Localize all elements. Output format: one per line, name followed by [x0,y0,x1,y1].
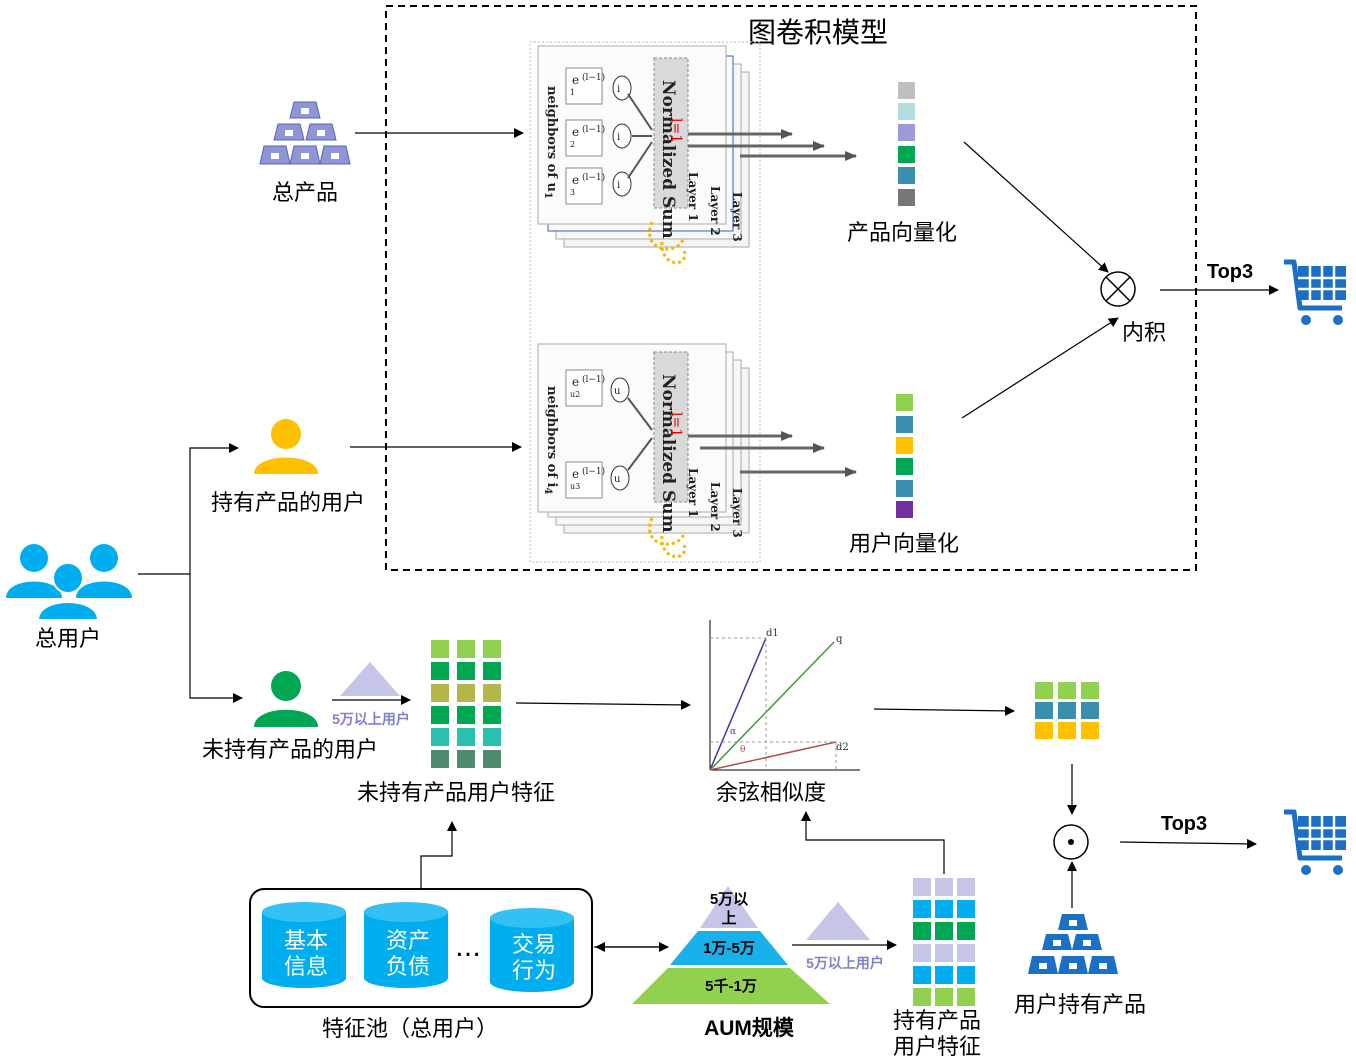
svg-text:q: q [836,634,843,645]
cart-icon [1284,259,1346,325]
svg-text:d2: d2 [836,742,849,753]
svg-text:i: i [617,132,620,143]
svg-text:(l−1): (l−1) [582,172,605,183]
holding-features-label-2: 用户特征 [893,1035,981,1060]
svg-text:Layer 1: Layer 1 [686,172,700,222]
filter-triangle-a [340,662,400,696]
feature-item-3: 交易 [512,933,556,958]
cosine-similarity-label: 余弦相似度 [716,781,826,806]
holding-users-label: 持有产品的用户 [211,491,365,516]
svg-text:u: u [614,386,621,397]
svg-text:Layer 3: Layer 3 [730,488,744,538]
svg-text:Layer 1: Layer 1 [686,468,700,518]
gcn-panel-bottom: Normalized Sum l=1 neighbors of i4 eu2(l… [537,343,857,559]
user-vector [896,394,913,518]
svg-text:上: 上 [721,910,736,927]
user-holding-products-label: 用户持有产品 [1014,993,1146,1018]
svg-text:d1: d1 [766,628,779,639]
svg-text:u3: u3 [570,482,580,491]
svg-text:(l−1): (l−1) [582,124,605,135]
inner-product-icon [1100,271,1136,307]
svg-text:行为: 行为 [512,959,556,984]
neighbors-label-top: neighbors of u1 [542,86,559,199]
users-group-icon [6,544,132,621]
aum-pyramid [632,886,830,1004]
cart-icon [1284,809,1346,875]
svg-text:负债: 负债 [386,955,430,980]
svg-text:α: α [730,727,736,737]
svg-text:i: i [617,84,620,95]
nonholding-features-label: 未持有产品用户特征 [357,781,555,806]
product-vector [898,82,915,206]
nonholding-users-label: 未持有产品的用户 [202,738,378,763]
normalized-sum-top: Normalized Sum [658,80,678,239]
nonholding-features-grid [431,640,501,768]
feature-item-1: 基本 [284,929,328,954]
svg-text:3: 3 [570,188,575,197]
svg-text:Layer 2: Layer 2 [708,186,722,236]
svg-text:1: 1 [570,88,575,97]
gcn-model-box [385,5,1197,571]
filter-label-a: 5万以上用户 [332,711,410,727]
svg-text:i: i [617,180,620,191]
inner-product-label: 内积 [1122,321,1166,346]
database-icon [364,902,448,988]
product-vector-label: 产品向量化 [847,221,957,246]
svg-text:e: e [572,375,579,389]
svg-text:(l−1): (l−1) [582,72,605,83]
svg-text:信息: 信息 [284,955,328,980]
aum-tier-2: 1万-5万 [703,940,755,957]
neighbors-label-bottom: neighbors of i4 [542,386,559,494]
gcn-panel-top: Normalized Sum l=1 neighbors of u1 e1(l−… [529,41,857,563]
result-grid [1035,682,1099,739]
filter-label-b: 5万以上用户 [806,955,884,971]
feature-pool-label: 特征池（总用户） [322,1017,498,1042]
svg-text:l=1: l=1 [668,412,684,437]
aum-scale-label: AUM规模 [704,1016,795,1040]
cosine-plot: d1 q d2 α θ [709,620,860,771]
svg-text:e: e [572,125,579,139]
svg-text:Layer 3: Layer 3 [730,192,744,242]
svg-text:e: e [572,73,579,87]
feature-item-2: 资产 [386,929,430,954]
product-stack-icon [259,101,351,165]
filter-triangle-b [806,902,870,940]
holding-features-grid [913,878,975,1006]
svg-text:θ: θ [740,745,745,755]
svg-text:l=1: l=1 [668,118,684,143]
svg-text:(l−1): (l−1) [582,374,605,385]
svg-text:2: 2 [570,140,575,149]
gcn-title: 图卷积模型 [748,16,888,49]
user-icon-yellow [254,419,318,474]
database-icon [262,902,346,988]
svg-text:e: e [572,467,579,481]
aum-tier-3: 5千-1万 [705,978,757,995]
svg-text:e: e [572,173,579,187]
svg-text:Layer 2: Layer 2 [708,482,722,532]
top3-label-a: Top3 [1207,261,1253,283]
svg-text:u2: u2 [570,390,580,399]
top3-label-b: Top3 [1161,813,1207,835]
hadamard-product-icon [1053,824,1089,860]
svg-text:(l−1): (l−1) [582,466,605,477]
holding-features-label-1: 持有产品 [893,1009,981,1034]
database-icon [490,908,574,992]
user-vector-label: 用户向量化 [849,532,959,557]
user-icon-green [254,671,318,727]
normalized-sum-bottom: Normalized Sum [658,374,678,533]
total-products-label: 总产品 [272,181,338,206]
aum-tier-1: 5万以 [710,891,748,908]
svg-text:u: u [614,474,621,485]
feature-ellipsis: … [455,933,481,963]
total-users-label: 总用户 [35,627,101,652]
holding-product-stack-icon [1028,914,1118,974]
